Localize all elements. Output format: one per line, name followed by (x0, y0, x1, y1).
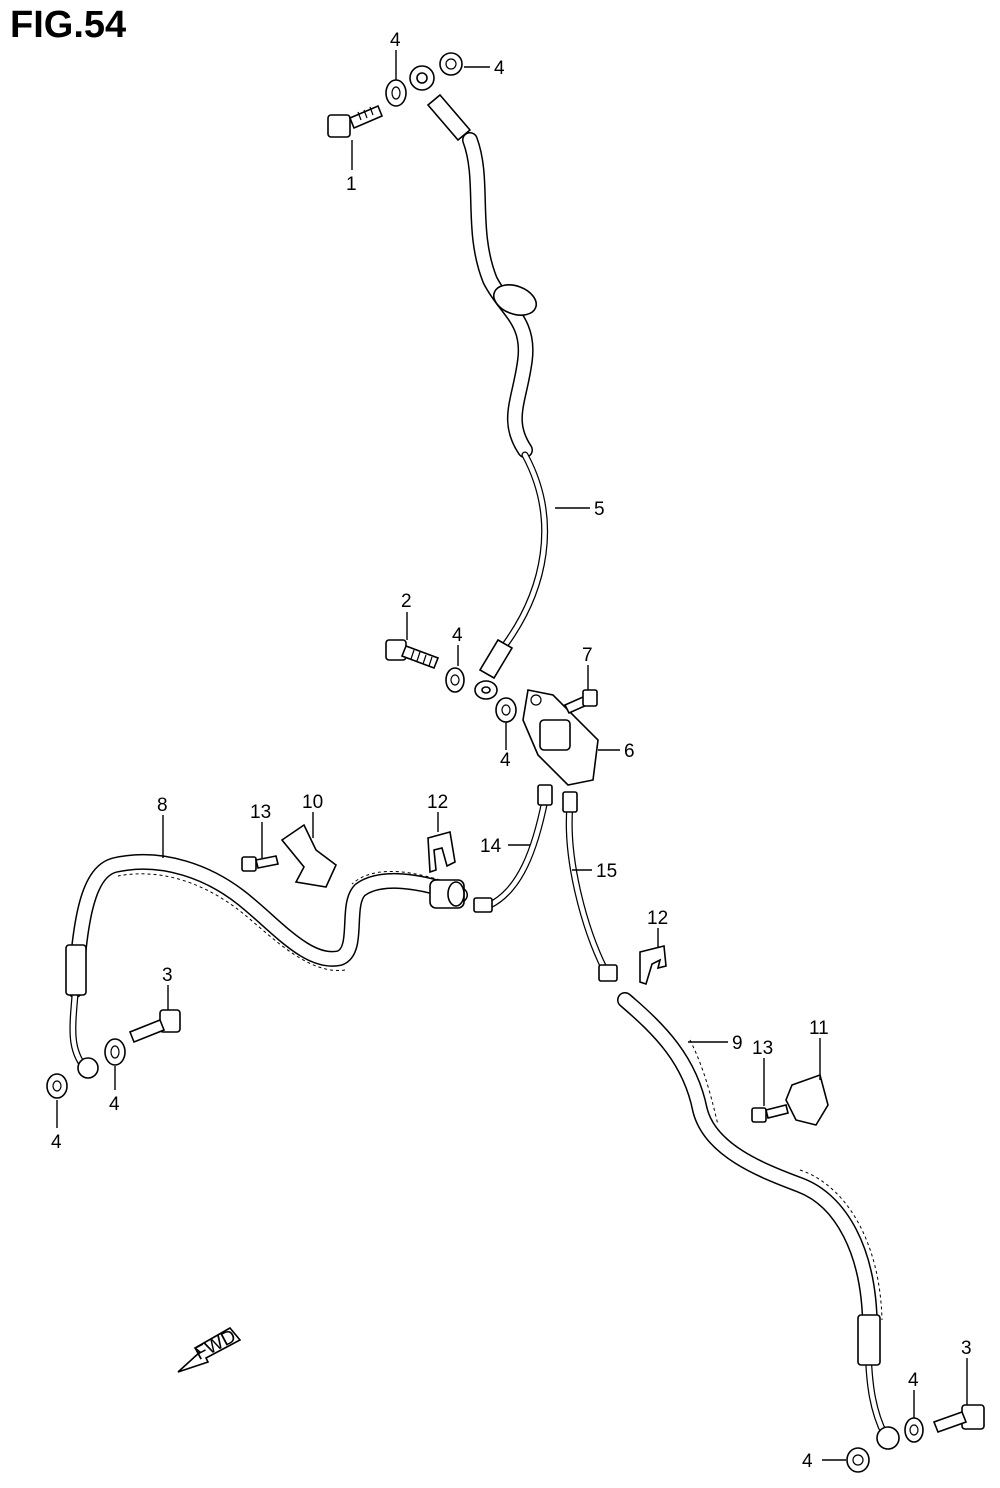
callout-5: 5 (594, 499, 605, 520)
washer-icon (439, 52, 463, 76)
callout-10: 10 (302, 792, 323, 813)
callout-13: 13 (752, 1038, 773, 1059)
bolt-icon (932, 1404, 985, 1434)
washer-icon (385, 79, 407, 107)
callout-2: 2 (401, 591, 412, 612)
callout-3: 3 (162, 965, 173, 986)
clamp-icon (785, 1073, 829, 1126)
callout-8: 8 (157, 795, 168, 816)
bolt-icon (385, 639, 440, 670)
washer-icon (846, 1447, 870, 1473)
washer-icon (904, 1417, 924, 1443)
clamp-icon (639, 944, 667, 986)
clamp-icon (280, 823, 337, 888)
callout-12: 12 (647, 908, 668, 929)
brake-pipe-15 (562, 791, 618, 982)
callout-4: 4 (390, 30, 401, 51)
leader-lines (56, 50, 968, 1461)
callout-4: 4 (109, 1094, 120, 1115)
callout-4: 4 (500, 750, 511, 771)
fwd-arrow-icon: FWD (177, 1326, 242, 1373)
washer-icon (46, 1073, 68, 1099)
bolt-icon (751, 1104, 789, 1123)
callout-6: 6 (624, 741, 635, 762)
callout-4: 4 (494, 58, 505, 79)
callout-11: 11 (809, 1018, 829, 1039)
callout-12: 12 (427, 792, 448, 813)
callout-4: 4 (802, 1451, 813, 1472)
brake-hose-left (65, 854, 468, 1079)
bolt-icon (128, 1009, 181, 1044)
bolt-icon (563, 689, 598, 715)
brake-hose-upper (409, 65, 549, 700)
bolt-icon (241, 855, 279, 872)
washer-icon (104, 1038, 126, 1066)
bolt-icon (327, 104, 384, 138)
callout-13: 13 (250, 802, 271, 823)
callout-labels: 1 4 4 5 2 4 7 6 4 8 13 10 12 14 15 3 4 4… (51, 30, 972, 1472)
callout-14: 14 (480, 836, 502, 857)
clamp-icon (427, 830, 456, 874)
callout-1: 1 (346, 174, 357, 195)
callout-3: 3 (961, 1338, 972, 1359)
callout-4: 4 (452, 625, 463, 646)
brake-pipe-14 (473, 784, 553, 913)
brake-hose-right (617, 992, 900, 1450)
callout-9: 9 (732, 1033, 743, 1054)
joint-icon (522, 689, 599, 786)
callout-4: 4 (51, 1132, 62, 1153)
washer-icon (445, 667, 465, 693)
washer-icon (495, 697, 517, 723)
callout-15: 15 (596, 861, 617, 882)
callout-7: 7 (582, 645, 593, 666)
callout-4: 4 (908, 1370, 919, 1391)
fwd-arrow-label: FWD (192, 1326, 240, 1365)
figure-title: FIG.54 (10, 4, 127, 46)
